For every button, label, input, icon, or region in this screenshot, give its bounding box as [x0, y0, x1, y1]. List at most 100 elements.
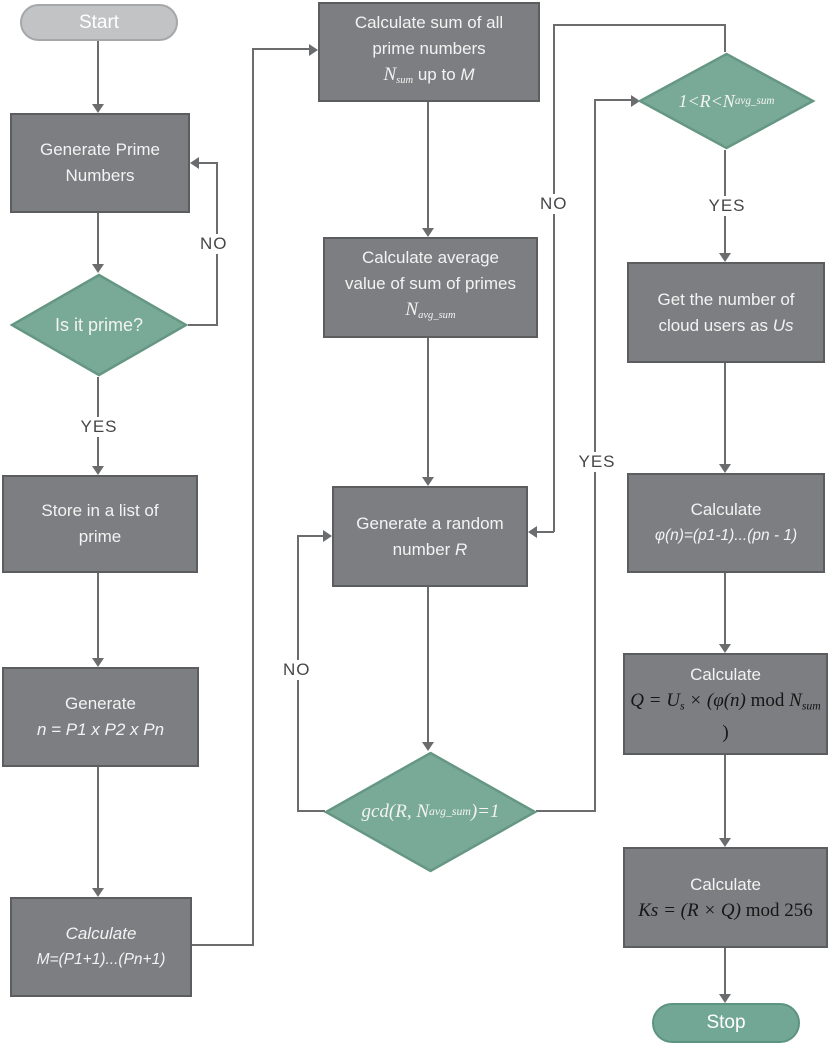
decision-text: Is it prime? [54, 314, 144, 335]
arrowhead-down-icon [719, 253, 731, 262]
formula-part: ) [722, 721, 729, 743]
edge-range-no [537, 531, 554, 533]
diamond-shape-icon [9, 273, 189, 377]
edge-range-no [553, 24, 726, 26]
math-subscript: avg_sum [429, 805, 471, 818]
process-text: Store in a list of [41, 501, 159, 520]
process-calculate-sum: Calculate sum of all prime numbers Nsum … [318, 2, 540, 102]
edge-genn-to-calcm [97, 767, 99, 888]
edge-label-yes: YES [703, 196, 751, 216]
process-text: Calculate [690, 500, 762, 519]
edge-getusers-to-calcphi [724, 363, 726, 465]
formula-part: number [392, 539, 456, 559]
edge-calcavg-to-genr [427, 338, 429, 477]
formula-text: Navg_sum [405, 297, 455, 329]
process-text: Calculate [65, 924, 137, 943]
edge-calcm-to-calcsum [192, 944, 254, 946]
edge-label-no: NO [538, 194, 570, 214]
process-text: Calculate [690, 665, 761, 685]
formula-part: N [789, 690, 802, 712]
edge-gcd-yes [594, 99, 631, 101]
process-generate-random-r: Generate a random number R [332, 486, 528, 587]
process-calculate-average: Calculate average value of sum of primes… [323, 237, 538, 338]
process-get-cloud-users: Get the number of cloud users as Us [627, 262, 825, 363]
math-subscript: avg_sum [418, 310, 456, 322]
process-text: value of sum of primes [344, 274, 516, 294]
math-symbol: Us [772, 315, 794, 335]
stop-terminator: Stop [652, 1003, 800, 1043]
math-symbol: M [460, 64, 475, 84]
math-symbol: R [455, 539, 468, 559]
formula-part: )=1 [470, 801, 500, 822]
diamond-shape-icon [637, 52, 816, 150]
edge-gcd-yes [536, 810, 596, 812]
formula-text: Nsum up to M [383, 62, 474, 94]
arrowhead-right-icon [631, 95, 640, 107]
arrowhead-down-icon [92, 264, 104, 273]
edge-label-no: NO [281, 660, 313, 680]
arrowhead-left-icon [528, 526, 537, 538]
process-text: Generate Prime [40, 140, 160, 159]
process-text: Calculate average [361, 248, 500, 268]
edge-store-to-genn [97, 573, 99, 658]
formula-part: gcd(R, N [361, 801, 430, 822]
stop-label: Stop [706, 1012, 746, 1033]
decision-is-it-prime: Is it prime? [9, 273, 189, 377]
process-calculate-ks: Calculate Ks = (R × Q) mod 256 [623, 847, 828, 948]
edge-calcks-to-stop [724, 948, 726, 995]
edge-genr-to-gcd [427, 587, 429, 742]
process-store-in-list: Store in a list of prime [2, 475, 198, 573]
formula-text: φ(n)=(p1-1)...(pn - 1) [654, 527, 798, 544]
formula-part: Ks = (R × Q) [638, 899, 741, 921]
edge-gcd-no [297, 535, 323, 537]
diamond-shape-icon [323, 751, 538, 873]
math-subscript: sum [396, 75, 414, 87]
process-calculate-q: Calculate Q = Us × (φ(n) mod Nsum ) [623, 653, 828, 755]
edge-isprime-no [199, 162, 218, 164]
edge-isprime-no [188, 324, 218, 326]
formula-part: cloud users as [658, 315, 773, 335]
edge-range-no [724, 24, 726, 52]
arrowhead-down-icon [719, 994, 731, 1003]
process-text: Calculate [690, 874, 761, 894]
process-generate-prime-numbers: Generate Prime Numbers [10, 113, 190, 213]
edge-genprimes-to-isprime [97, 213, 99, 265]
start-terminator: Start [20, 4, 178, 41]
math-symbol: N [405, 299, 419, 321]
edge-calcm-to-calcsum [252, 48, 310, 50]
process-calculate-phi: Calculate φ(n)=(p1-1)...(pn - 1) [627, 473, 825, 573]
edge-range-no [553, 24, 555, 532]
start-label: Start [78, 11, 120, 33]
math-subscript: s [679, 699, 685, 713]
arrowhead-down-icon [719, 644, 731, 653]
process-text: prime [78, 527, 122, 546]
arrowhead-down-icon [92, 888, 104, 897]
edge-gcd-no [297, 810, 325, 812]
process-text: Generate [65, 694, 136, 713]
edge-calcsum-to-calcavg [427, 102, 429, 228]
formula-part: mod 256 [740, 899, 813, 921]
arrowhead-down-icon [719, 464, 731, 473]
arrowhead-down-icon [719, 838, 731, 847]
formula-text: M=(P1+1)...(Pn+1) [36, 951, 166, 968]
arrowhead-down-icon [422, 477, 434, 486]
process-generate-n: Generate n = P1 x P2 x Pn [2, 667, 199, 767]
process-text: Generate a random [356, 513, 504, 533]
arrowhead-down-icon [92, 104, 104, 113]
math-symbol: N [383, 63, 397, 85]
edge-calcm-to-calcsum [252, 48, 254, 946]
process-text: prime numbers [372, 38, 486, 58]
arrowhead-down-icon [92, 466, 104, 475]
edge-label-no: NO [198, 234, 230, 254]
process-text: Get the number of [657, 289, 795, 309]
edge-calcq-to-calcks [724, 755, 726, 839]
formula-text: Ks = (R × Q) mod 256 [638, 898, 812, 924]
arrowhead-right-icon [309, 44, 318, 56]
process-calculate-m: Calculate M=(P1+1)...(Pn+1) [10, 897, 192, 997]
edge-label-yes: YES [573, 452, 621, 472]
